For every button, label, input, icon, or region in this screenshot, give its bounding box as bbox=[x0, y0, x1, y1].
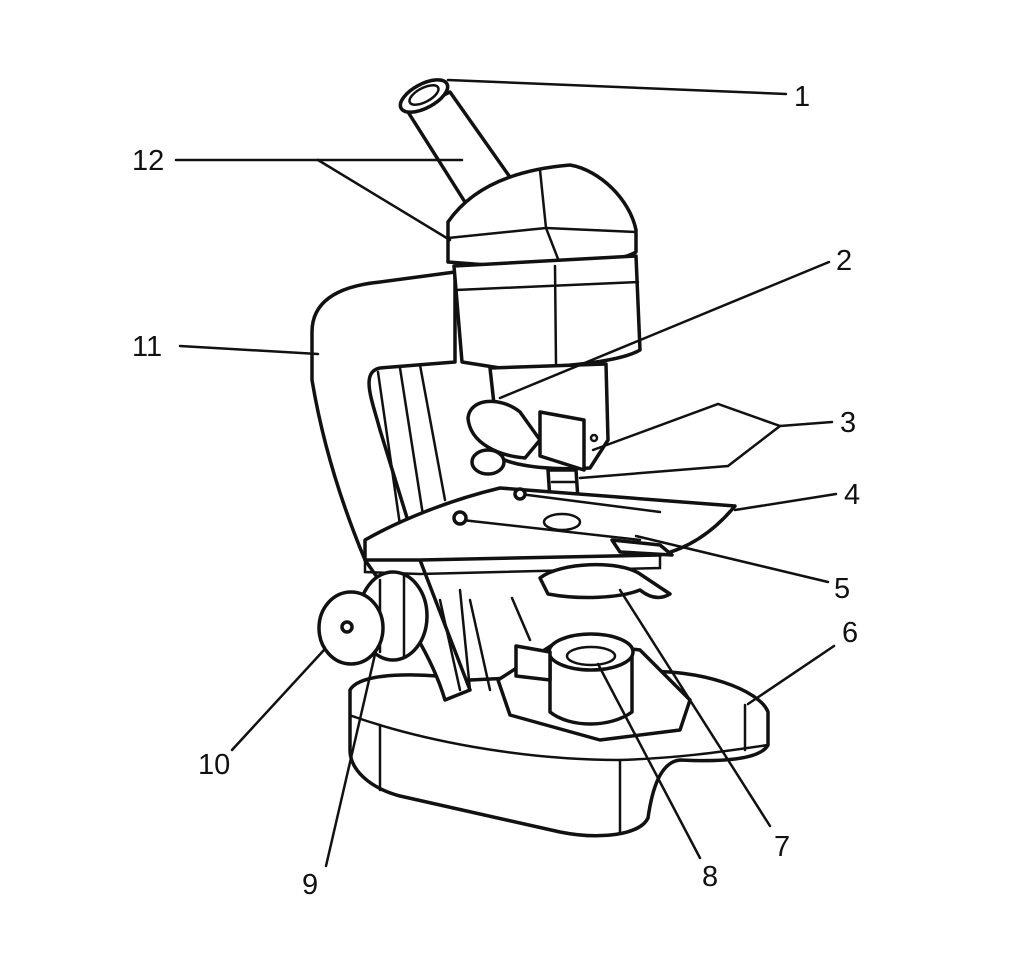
label-10: 10 bbox=[198, 749, 230, 781]
leader-line-7 bbox=[618, 588, 772, 828]
leader-line-3 bbox=[578, 402, 783, 480]
leader-lines bbox=[174, 78, 838, 868]
specimen-stage bbox=[363, 486, 737, 576]
lamp-housing bbox=[496, 632, 692, 742]
label-11: 11 bbox=[132, 331, 162, 363]
label-12: 12 bbox=[132, 145, 164, 177]
leader-line-5 bbox=[634, 534, 830, 584]
focus-knobs bbox=[317, 570, 429, 666]
leader-line-2 bbox=[498, 260, 831, 400]
leader-line-6 bbox=[746, 644, 836, 706]
leader-line-11 bbox=[178, 344, 320, 356]
leader-line-8 bbox=[596, 662, 702, 860]
label-9: 9 bbox=[302, 869, 318, 901]
label-3: 3 bbox=[840, 407, 856, 439]
leader-line-1 bbox=[446, 78, 788, 96]
label-8: 8 bbox=[702, 861, 718, 893]
label-7: 7 bbox=[774, 831, 790, 863]
number-labels: 1 2 3 4 5 6 7 8 9 10 11 12 bbox=[132, 81, 860, 901]
leader-line-10 bbox=[230, 648, 326, 752]
microscope-head bbox=[446, 163, 642, 370]
leader-line-3-tail bbox=[778, 420, 834, 428]
label-6: 6 bbox=[842, 617, 858, 649]
stage-lever bbox=[458, 562, 672, 692]
leader-line-12b bbox=[316, 158, 452, 242]
leader-line-9 bbox=[324, 648, 378, 868]
label-2: 2 bbox=[836, 245, 852, 277]
label-1: 1 bbox=[794, 81, 810, 113]
label-4: 4 bbox=[844, 479, 860, 511]
leader-line-4 bbox=[733, 492, 838, 512]
label-5: 5 bbox=[834, 573, 850, 605]
